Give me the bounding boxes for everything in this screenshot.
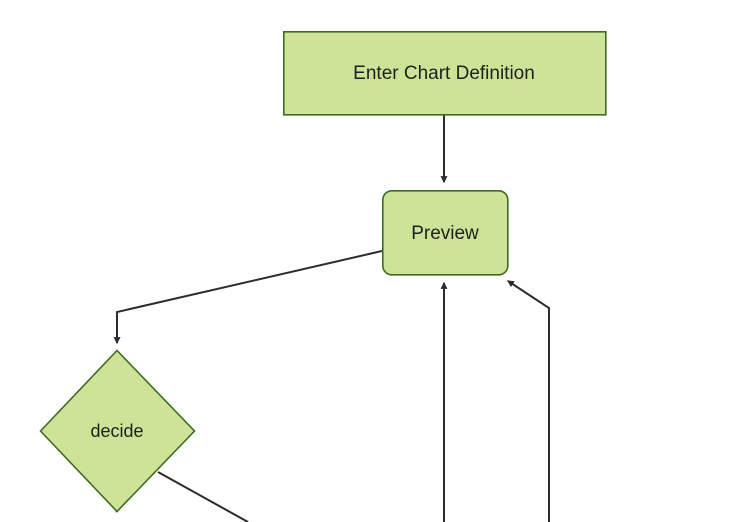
node-enter-chart-definition[interactable]: Enter Chart Definition <box>282 30 607 116</box>
node-decide-label: decide <box>90 421 143 441</box>
node-enter-chart-definition-shape[interactable] <box>282 30 607 116</box>
edge-group <box>100 115 550 522</box>
node-preview[interactable]: Preview <box>381 190 509 276</box>
node-decide-shape[interactable] <box>39 349 196 513</box>
node-preview-label: Preview <box>411 223 479 244</box>
node-preview-shape[interactable] <box>381 190 509 276</box>
node-decide[interactable]: decide <box>39 349 196 513</box>
edge-preview-to-decide <box>113 250 383 345</box>
edge-return-right-to-preview <box>507 280 550 522</box>
node-enter-chart-definition-label: Enter Chart Definition <box>353 63 535 84</box>
edge-decide-out-right <box>157 471 249 522</box>
